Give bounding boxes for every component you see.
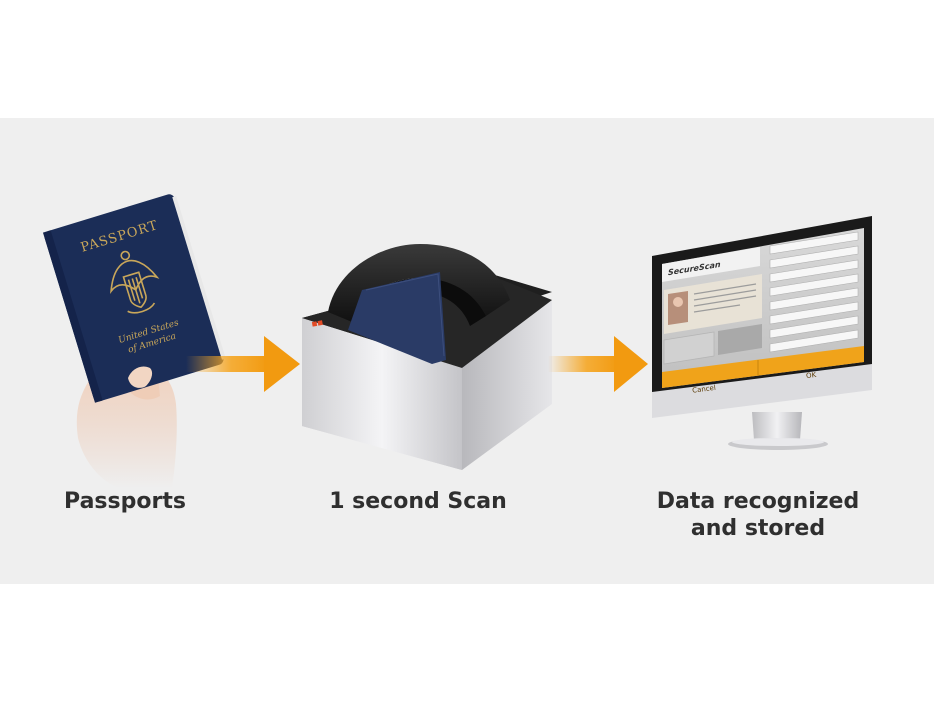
step-label-data-line2: and stored bbox=[690, 516, 826, 541]
arrow-right-icon bbox=[186, 336, 300, 392]
monitor-illustration: SecureScan bbox=[652, 216, 872, 450]
svg-text:■■: ■■ bbox=[311, 319, 324, 328]
ok-button[interactable]: OK bbox=[806, 371, 817, 380]
arrow-right-icon bbox=[548, 336, 648, 392]
id-photo bbox=[668, 291, 688, 325]
cancel-button[interactable]: Cancel bbox=[692, 384, 717, 395]
monitor-screen: SecureScan bbox=[662, 228, 864, 388]
passport-illustration: PASSPORT United States of America bbox=[42, 194, 226, 488]
step-label-passports: Passports bbox=[64, 489, 186, 514]
scanner-illustration: ■■ bbox=[302, 244, 552, 470]
step-label-data: Data recognized and stored bbox=[630, 488, 886, 542]
eagle-seal-icon bbox=[110, 250, 160, 314]
step-label-data-line1: Data recognized bbox=[656, 489, 860, 514]
step-label-scan: 1 second Scan bbox=[329, 489, 507, 514]
